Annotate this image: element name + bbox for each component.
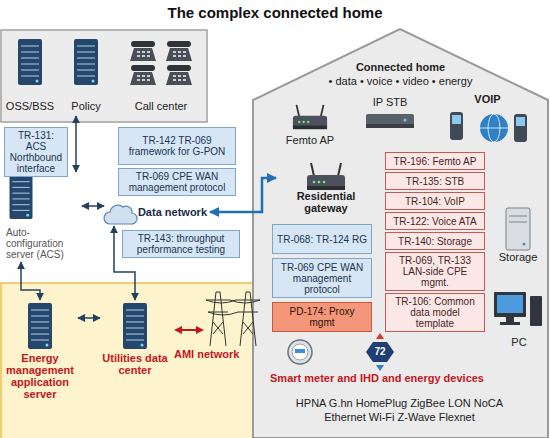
connector (78, 317, 100, 319)
node-label: TR-131: ACS Northbound interface (9, 130, 63, 174)
phone-icon (166, 65, 192, 85)
set-top-box-icon (366, 114, 414, 128)
phone-icon (130, 41, 156, 61)
voip-icon (450, 112, 527, 142)
standard-box: PD-174: Proxy mgmt (272, 302, 372, 332)
cloud-icon (104, 205, 137, 224)
cloud-node: Data network (104, 198, 210, 226)
device-node: PC (492, 288, 546, 352)
node-label: Auto-configuration server (ACS) (6, 227, 82, 260)
server-icon (10, 175, 33, 219)
standard-box: TR-140: Storage (385, 232, 485, 250)
node-label: VOIP (474, 93, 500, 105)
phone-icon (130, 65, 156, 85)
node-label: TR-069, TR-133 LAN-side CPE mgmt. (390, 255, 480, 288)
node-label: Connected home (356, 60, 445, 74)
node-label: Residential gateway (277, 190, 375, 214)
node-label: TR-135: STB (406, 176, 464, 187)
node-label: Call center (135, 100, 188, 112)
node-label: IP STB (373, 96, 408, 108)
device-node: Storage (490, 205, 546, 267)
operator-panel (1, 30, 207, 122)
smart-meter-icon (288, 340, 312, 364)
node-label: TR-140: Storage (398, 236, 472, 247)
server-icon (123, 303, 147, 349)
node-label: Policy (71, 100, 100, 112)
pc-icon (494, 292, 542, 326)
node-label: TR-142 TR-069 framework for G-PON (123, 135, 231, 157)
node-label: Energy management application server (3, 352, 77, 400)
node-label: TR-104: VoIP (405, 196, 465, 207)
server-icon (74, 39, 98, 85)
connector (21, 262, 40, 300)
connector (75, 116, 77, 172)
storage-icon (506, 208, 530, 250)
node-label: Smart meter and IHD and energy devices (270, 372, 484, 384)
server-icon (18, 39, 42, 85)
node-label: TR-106: Common data model template (390, 296, 480, 329)
standard-box: TR-069 CPE WAN management protocol (272, 258, 372, 298)
connector (210, 178, 276, 212)
femto-ap-icon (293, 105, 327, 129)
thermostat-reading: 72 (368, 346, 392, 358)
node-label: TR-122: Voice ATA (393, 216, 477, 227)
standard-box: TR-068: TR-124 RG (272, 224, 372, 254)
connector (82, 205, 104, 207)
standard-box: TR-106: Common data model template (385, 293, 485, 332)
acs-node: Auto-configuration server (ACS) (4, 172, 82, 262)
server-node: OSS/BSS (4, 36, 56, 116)
node-label: Storage (499, 251, 538, 263)
network-label: AMI network (174, 348, 264, 360)
node-label: Utilities data center (101, 352, 169, 376)
thermostat-icon (366, 333, 394, 371)
server-icon (28, 303, 52, 349)
standard-box: TR-142 TR-069 framework for G-PON (118, 127, 236, 165)
gateway-node: Residential gateway (276, 158, 376, 218)
utility-panel (1, 283, 267, 438)
house-region: Connected home• data • voice • video • e… (252, 28, 549, 438)
device-node: VOIP (440, 92, 535, 150)
node-label: PD-174: Proxy mgmt (277, 306, 367, 328)
server-node: Policy (60, 36, 112, 116)
node-label: TR-069 CPE WAN management protocol (277, 262, 367, 295)
standard-box: TR-069 CPE WAN management protocol (118, 168, 236, 196)
server-node: Energy management application server (2, 300, 78, 404)
standard-box: TR-069, TR-133 LAN-side CPE mgmt. (385, 252, 485, 291)
call-center-node: Call center (116, 36, 206, 116)
standard-box: TR-196: Femto AP (385, 152, 485, 170)
energy-devices-node: Smart meter and IHD and energy devices (266, 336, 488, 388)
gateway-icon (307, 163, 345, 190)
node-label: Data network (138, 206, 207, 218)
pylon-icon (206, 292, 260, 346)
node-label: OSS/BSS (6, 100, 54, 112)
node-label: TR-068: TR-124 RG (277, 234, 367, 245)
node-label: TR-069 CPE WAN management protocol (123, 171, 231, 193)
device-node: IP STB (355, 95, 425, 135)
ami-arrow (174, 326, 204, 334)
node-label: TR-196: Femto AP (394, 156, 477, 167)
standard-box: TR-131: ACS Northbound interface (4, 127, 68, 177)
node-label: Femto AP (286, 134, 334, 146)
phone-icon (166, 41, 192, 61)
node-label: TR-143: throughput performance testing (127, 233, 235, 255)
node-label: PC (511, 336, 526, 348)
standard-box: TR-122: Voice ATA (385, 212, 485, 230)
standard-box: TR-135: STB (385, 172, 485, 190)
device-node: Femto AP (280, 100, 340, 150)
standard-box: TR-104: VoIP (385, 192, 485, 210)
protocol-list: HPNA G.hn HomePlug ZigBee LON NoCA Ether… (292, 396, 507, 424)
connector (114, 226, 135, 300)
standard-box: TR-143: throughput performance testing (122, 230, 240, 258)
diagram-title: The complex connected home (0, 4, 550, 21)
server-node: Utilities data center (100, 300, 170, 380)
node-subtext: • data • voice • video • energy (329, 74, 473, 88)
